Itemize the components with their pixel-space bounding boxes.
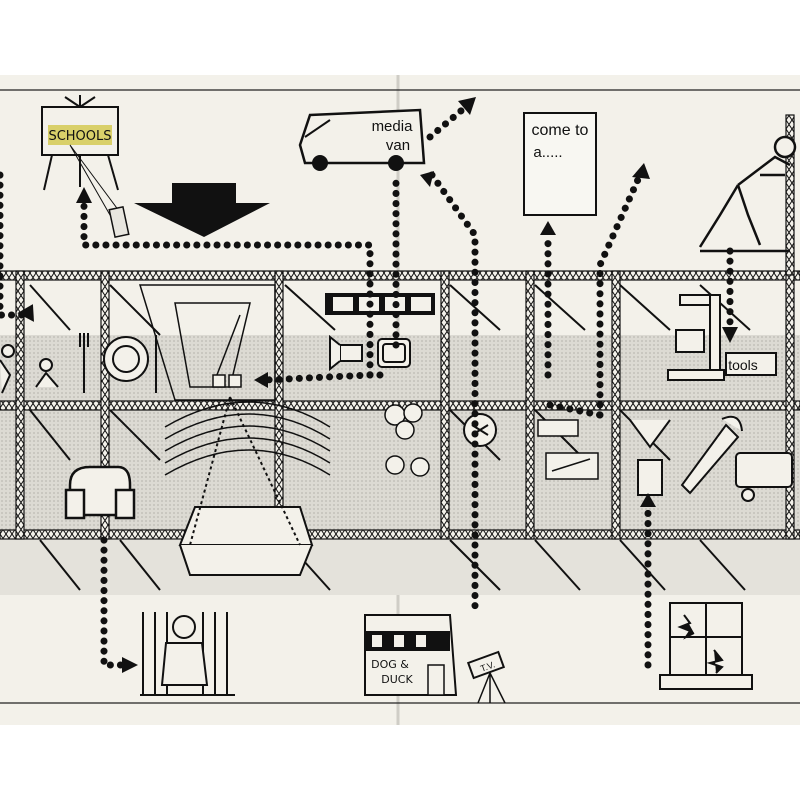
fun-palace-diagram: SCHOOLS media van come to a..... (0, 75, 800, 725)
camera-icon (329, 334, 363, 372)
mask-face-icon (463, 413, 497, 447)
wrench-icon (680, 415, 743, 495)
upper-braces (29, 284, 751, 336)
worker-pushing-figure (698, 135, 797, 253)
come-to-poster: come to a..... (523, 112, 597, 216)
schools-label: SCHOOLS (48, 129, 111, 144)
big-down-arrow (134, 183, 270, 237)
dog-duck-label-2: DUCK (381, 673, 413, 686)
tv-label: T.V. (479, 659, 496, 673)
projection-table (178, 396, 314, 576)
diagram-page: SCHOOLS media van come to a..... (0, 75, 800, 725)
come-to-label-1: come to (532, 122, 589, 139)
dog-and-duck-pub: DOG & DUCK (364, 614, 458, 696)
curved-screen (164, 401, 331, 476)
come-to-label-2: a..... (533, 144, 562, 161)
media-van: media van (298, 108, 426, 171)
dining-icons (79, 333, 157, 393)
floor-truss (0, 529, 800, 540)
dog-duck-label-1: DOG & (371, 658, 409, 671)
prison-figure (140, 612, 235, 696)
flower-doodle (384, 403, 430, 477)
media-van-label-1: media (372, 118, 414, 135)
tools-box: tools (725, 352, 777, 376)
roof-truss (0, 270, 800, 281)
drill-press-icon (667, 294, 725, 381)
film-strip (325, 293, 435, 315)
machine-icon (735, 452, 793, 502)
projection-screen (138, 284, 276, 401)
ground-shade (0, 540, 800, 595)
tv-set-icon (377, 338, 411, 368)
dotted-paths (0, 101, 734, 669)
path-arrowheads (17, 97, 738, 673)
chart-board-icon (537, 419, 599, 480)
media-van-label-2: van (386, 137, 410, 154)
tv-camera: T.V. (466, 650, 506, 704)
people-figures-left (0, 344, 59, 394)
tools-label: tools (728, 357, 758, 373)
armchair-icon (64, 465, 136, 520)
schools-easel: SCHOOLS (41, 95, 130, 239)
broken-window (659, 602, 753, 690)
juggler-figure (629, 419, 671, 496)
